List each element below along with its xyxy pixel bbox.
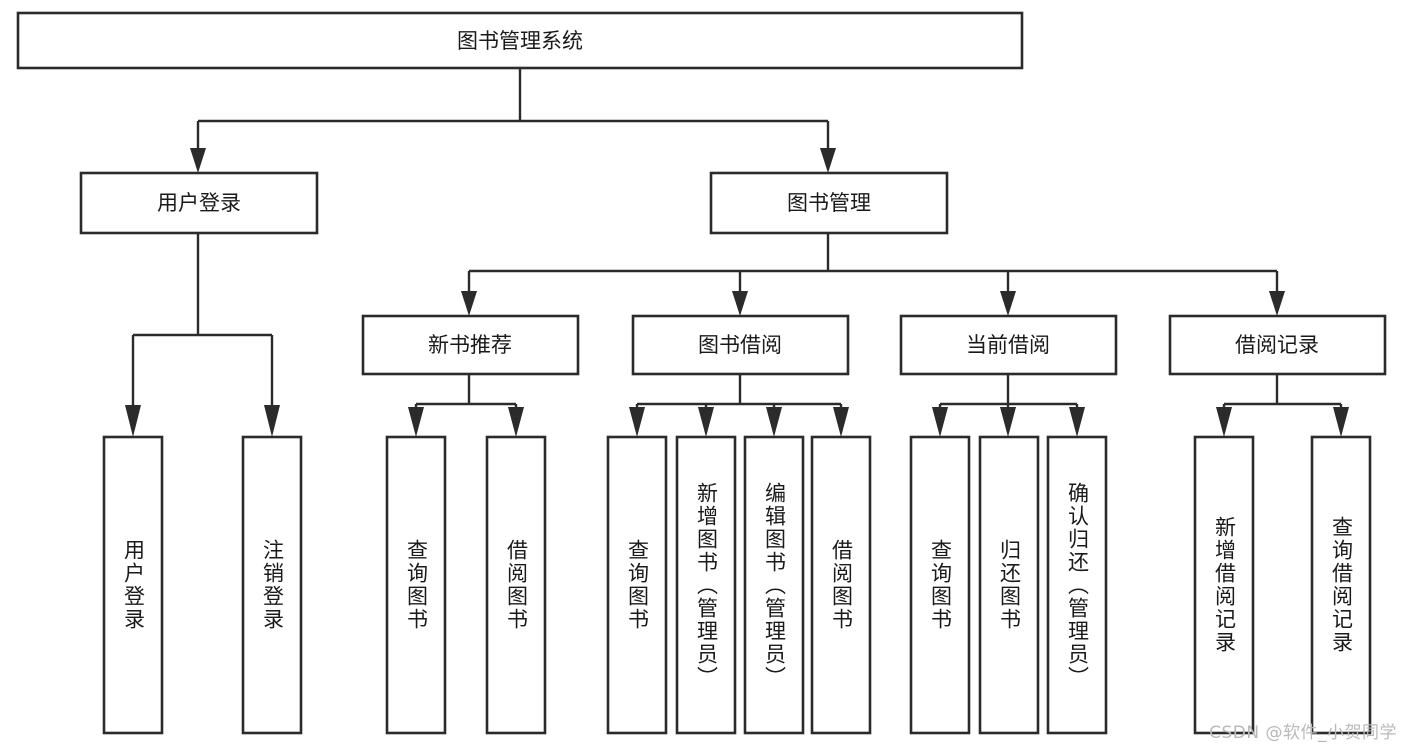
arrow-head-leaf-query-book-1	[408, 407, 424, 437]
node-leaf-query-book-1-box[interactable]	[385, 435, 447, 735]
node-book-borrow-label: 图书借阅	[698, 333, 782, 357]
connector-group-root	[190, 68, 836, 173]
arrow-head-book-borrow	[732, 291, 748, 316]
connector-group-current-borrow	[932, 374, 1085, 437]
node-new-book-recommend-label: 新书推荐	[428, 333, 512, 357]
connector-group-book-manage	[461, 233, 1285, 316]
node-leaf-return-book-box[interactable]	[978, 435, 1040, 735]
arrow-head-leaf-query-book-3	[932, 407, 948, 437]
node-book-borrow-box[interactable]	[631, 314, 850, 376]
node-book-manage-label: 图书管理	[787, 191, 871, 215]
arrow-head-leaf-query-record	[1333, 407, 1349, 437]
node-leaf-add-record-box[interactable]	[1193, 435, 1255, 735]
arrow-head-leaf-return-book	[1000, 407, 1016, 437]
node-user-login-label: 用户登录	[157, 191, 241, 215]
node-current-borrow-label: 当前借阅	[966, 333, 1050, 357]
node-borrow-record-box[interactable]	[1168, 314, 1387, 376]
connector-group-borrow-record	[1216, 374, 1349, 437]
connector-group-user-login	[125, 233, 280, 437]
arrow-head-leaf-edit-book	[766, 407, 782, 437]
connector-group-new-book-recommend	[408, 374, 524, 437]
node-leaf-confirm-return-box[interactable]	[1046, 435, 1108, 735]
arrow-head-leaf-confirm-return	[1069, 407, 1085, 437]
node-new-book-recommend-box[interactable]	[361, 314, 580, 376]
arrow-head-new-book-recommend	[461, 291, 477, 316]
arrow-head-leaf-add-book	[698, 407, 714, 437]
node-leaf-query-book-2-box[interactable]	[606, 435, 668, 735]
node-current-borrow-box[interactable]	[899, 314, 1118, 376]
node-leaf-borrow-book-1-box[interactable]	[485, 435, 547, 735]
arrow-head-leaf-add-record	[1216, 407, 1232, 437]
arrow-head-user-login	[190, 148, 206, 173]
node-borrow-record[interactable]: 借阅记录	[1168, 314, 1387, 376]
node-book-manage[interactable]: 图书管理	[709, 171, 949, 235]
arrow-head-borrow-record	[1269, 291, 1285, 316]
csdn-watermark: CSDN @软件_小贺同学	[1209, 723, 1397, 743]
arrow-head-leaf-borrow-book-1	[508, 407, 524, 437]
arrow-head-leaf-user-logout	[264, 405, 280, 437]
node-book-manage-box[interactable]	[709, 171, 949, 235]
node-user-login-box[interactable]	[79, 171, 319, 235]
node-leaf-query-record-box[interactable]	[1310, 435, 1372, 735]
arrow-head-leaf-user-login	[125, 405, 141, 437]
node-current-borrow[interactable]: 当前借阅	[899, 314, 1118, 376]
node-root-box[interactable]	[16, 11, 1024, 70]
node-leaf-add-book-box[interactable]	[675, 435, 737, 735]
node-borrow-record-label: 借阅记录	[1235, 333, 1319, 357]
node-leaf-user-login-box[interactable]	[102, 435, 164, 735]
node-leaf-user-logout-box[interactable]	[241, 435, 303, 735]
connector-group-book-borrow	[629, 374, 849, 437]
arrow-head-current-borrow	[1000, 291, 1016, 316]
node-root[interactable]: 图书管理系统	[16, 11, 1024, 70]
arrow-head-book-manage	[820, 148, 836, 173]
arrow-head-leaf-query-book-2	[629, 407, 645, 437]
arrow-head-leaf-borrow-book-2	[833, 407, 849, 437]
node-new-book-recommend[interactable]: 新书推荐	[361, 314, 580, 376]
node-root-label: 图书管理系统	[457, 29, 583, 53]
node-user-login[interactable]: 用户登录	[79, 171, 319, 235]
node-leaf-query-book-3-box[interactable]	[909, 435, 971, 735]
node-leaf-edit-book-box[interactable]	[743, 435, 805, 735]
node-leaf-borrow-book-2-box[interactable]	[810, 435, 872, 735]
node-book-borrow[interactable]: 图书借阅	[631, 314, 850, 376]
